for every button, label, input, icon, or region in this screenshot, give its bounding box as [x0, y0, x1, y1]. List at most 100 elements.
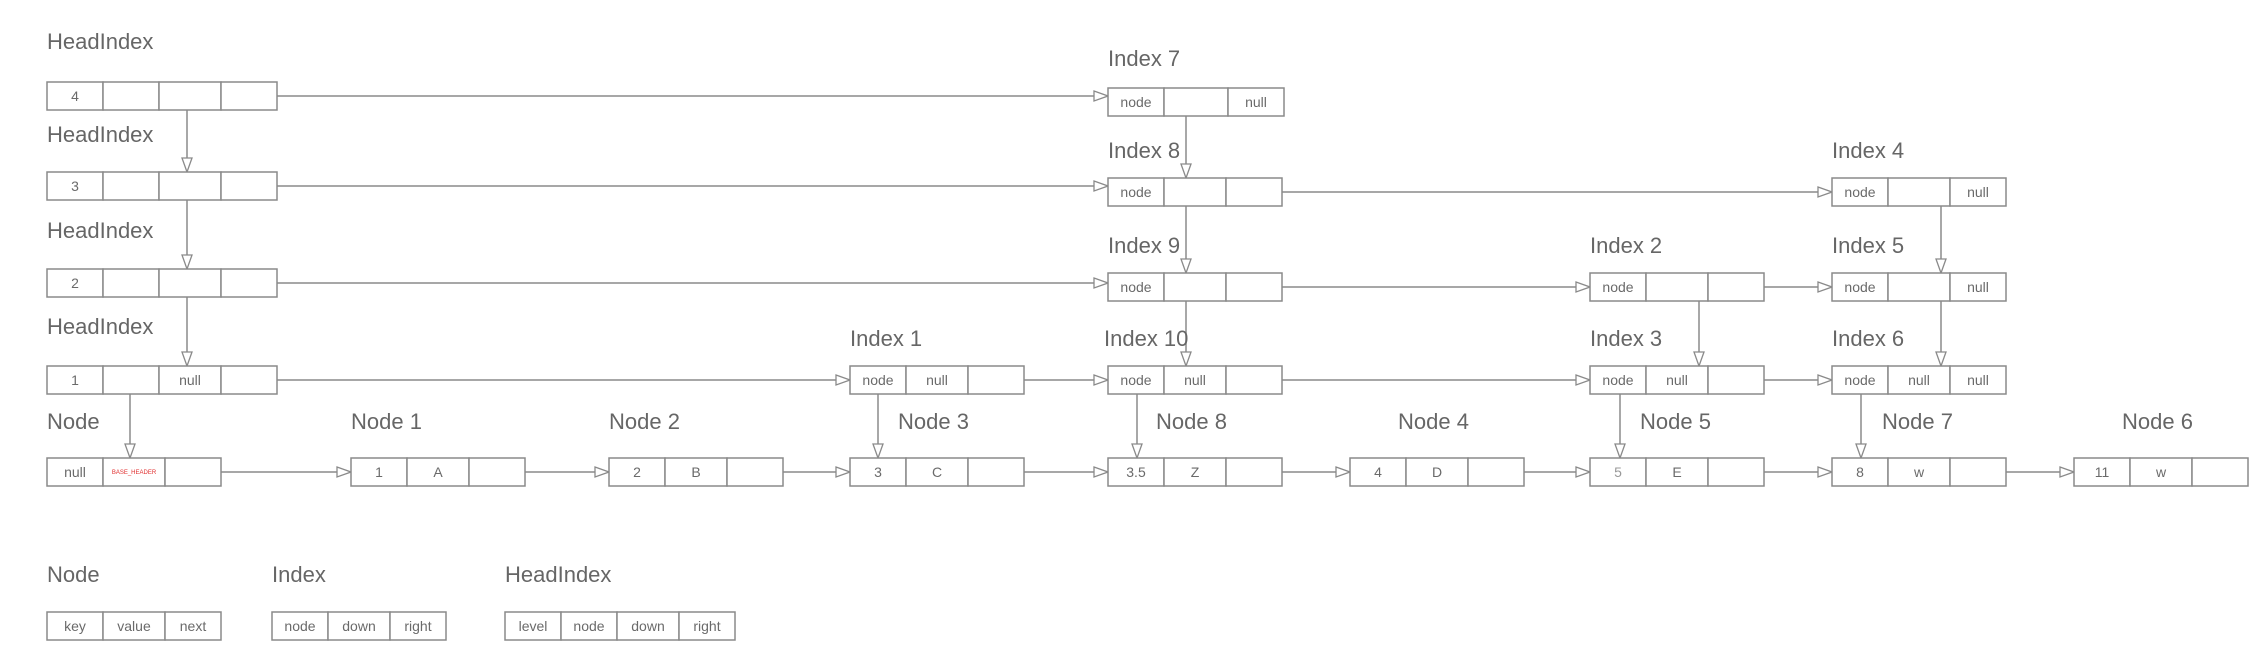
- index-9-label: Index 9: [1108, 233, 1180, 258]
- h4-cell-3: [220, 81, 278, 111]
- n3-cell-1-text: C: [932, 464, 942, 480]
- i7-cell-2: [1227, 87, 1285, 117]
- i1-cell-2: [967, 365, 1025, 395]
- n5-cell-0: [1589, 457, 1647, 487]
- n6-cell-2: [2191, 457, 2249, 487]
- i9-cell-1: [1163, 272, 1227, 302]
- n8-cell-0: [1107, 457, 1165, 487]
- h2-cell-1: [102, 268, 160, 298]
- n7-cell-2: [1949, 457, 2007, 487]
- n1-cell-0-text: 1: [375, 464, 383, 480]
- i6-cell-0-text: node: [1844, 372, 1875, 388]
- h4-cell-0: [46, 81, 104, 111]
- legend_head-cell-2-text: down: [631, 618, 664, 634]
- i4-cell-2: [1949, 177, 2007, 207]
- i3-cell-1-text: null: [1666, 372, 1688, 388]
- legend_node-cell-2-text: next: [180, 618, 207, 634]
- n6-cell-1-text: w: [2155, 464, 2167, 480]
- n4-cell-2: [1467, 457, 1525, 487]
- i8-cell-0: [1107, 177, 1165, 207]
- h2-cell-3: [220, 268, 278, 298]
- legend_node-cell-0-text: key: [64, 618, 86, 634]
- index-10-label: Index 10: [1104, 326, 1188, 351]
- h2-cell-2: [158, 268, 222, 298]
- i5-cell-2-text: null: [1967, 279, 1989, 295]
- nb-box: null BASE_HEADER: [46, 457, 222, 487]
- headindex-2-label: HeadIndex: [47, 218, 153, 243]
- node-7-label: Node 7: [1882, 409, 1953, 434]
- i8-box: node: [1107, 177, 1283, 207]
- n1-cell-0: [350, 457, 408, 487]
- i3-cell-0-text: node: [1602, 372, 1633, 388]
- i5-cell-0-text: node: [1844, 279, 1875, 295]
- h1-cell-3: [220, 365, 278, 395]
- index-8-label: Index 8: [1108, 138, 1180, 163]
- legend_head-cell-1-text: node: [573, 618, 604, 634]
- h1-cell-1: [102, 365, 160, 395]
- legend_index-cell-2: [389, 611, 447, 641]
- h4-cell-2: [158, 81, 222, 111]
- h4-cell-1: [102, 81, 160, 111]
- n5-cell-1-text: E: [1672, 464, 1681, 480]
- legend-index-label: Index: [272, 562, 326, 587]
- h1-cell-2: [158, 365, 222, 395]
- index-7-label: Index 7: [1108, 46, 1180, 71]
- h3-cell-0: [46, 171, 104, 201]
- index-2-label: Index 2: [1590, 233, 1662, 258]
- i2-cell-0: [1589, 272, 1647, 302]
- headindex-4-label: HeadIndex: [47, 29, 153, 54]
- h3-cell-0-text: 3: [71, 178, 79, 194]
- n3-cell-0: [849, 457, 907, 487]
- h3-cell-2: [158, 171, 222, 201]
- legend_index-cell-2-text: right: [404, 618, 431, 634]
- index-1-label: Index 1: [850, 326, 922, 351]
- h2-cell-0: [46, 268, 104, 298]
- n1-cell-2: [468, 457, 526, 487]
- legend_index-cell-1: [327, 611, 391, 641]
- i6-cell-2: [1949, 365, 2007, 395]
- node-2-label: Node 2: [609, 409, 680, 434]
- i10-cell-0: [1107, 365, 1165, 395]
- h2-cell-0-text: 2: [71, 275, 79, 291]
- i3-cell-1: [1645, 365, 1709, 395]
- h3-cell-3: [220, 171, 278, 201]
- n7-cell-1-text: w: [1913, 464, 1925, 480]
- legend_node-cell-1-text: value: [117, 618, 151, 634]
- i5-cell-2: [1949, 272, 2007, 302]
- i8-cell-0-text: node: [1120, 184, 1151, 200]
- n2-cell-1-text: B: [691, 464, 700, 480]
- i3-cell-2: [1707, 365, 1765, 395]
- nb-cell-0-text: null: [64, 464, 86, 480]
- i5-box: node null: [1831, 272, 2007, 302]
- legend_node-cell-2: [164, 611, 222, 641]
- n1-cell-1-text: A: [433, 464, 443, 480]
- nb-cell-2: [164, 457, 222, 487]
- node-5-label: Node 5: [1640, 409, 1711, 434]
- node-8-label: Node 8: [1156, 409, 1227, 434]
- nb-cell-1-text: BASE_HEADER: [112, 470, 157, 476]
- i1-cell-0-text: node: [862, 372, 893, 388]
- i7-cell-0-text: node: [1120, 94, 1151, 110]
- i8-cell-2: [1225, 177, 1283, 207]
- i2-cell-1: [1645, 272, 1709, 302]
- h3-box: 3: [46, 171, 278, 201]
- n2-cell-1: [664, 457, 728, 487]
- i2-box: node: [1589, 272, 1765, 302]
- node-base-label: Node: [47, 409, 100, 434]
- i4-cell-2-text: null: [1967, 184, 1989, 200]
- h1-cell-0: [46, 365, 104, 395]
- n4-cell-1-text: D: [1432, 464, 1442, 480]
- i10-cell-1: [1163, 365, 1227, 395]
- i8-cell-1: [1163, 177, 1227, 207]
- i10-cell-0-text: node: [1120, 372, 1151, 388]
- legend_node-cell-1: [102, 611, 166, 641]
- i7-cell-2-text: null: [1245, 94, 1267, 110]
